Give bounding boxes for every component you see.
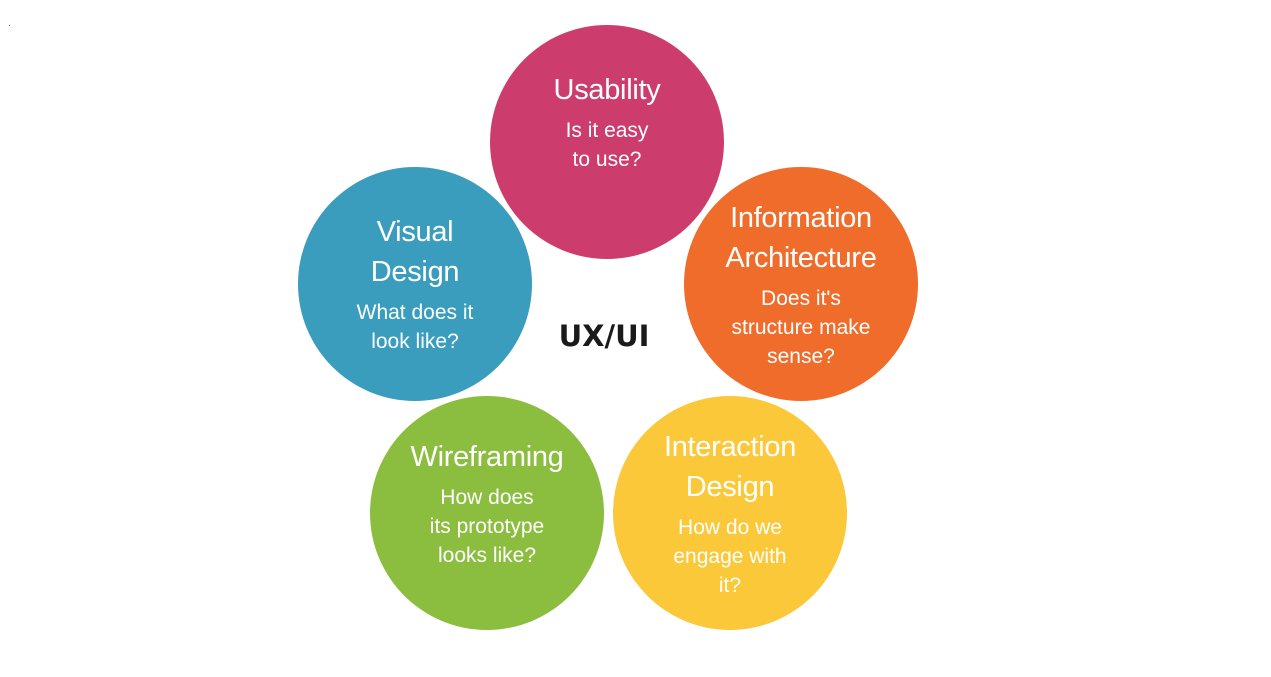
wireframing-subtitle: How does its prototype looks like? [429,485,545,567]
center-label: UX/UI [558,319,650,353]
interaction-design-circle: Interaction Design How do we engage with… [613,396,847,630]
information-architecture-subtitle: Does it's structure make sense? [731,286,871,368]
usability-circle: Usability Is it easy to use? [490,25,724,259]
interaction-design-title: Interaction Design [663,430,797,503]
usability-subtitle: Is it easy to use? [565,119,649,171]
visual-design-subtitle: What does it look like? [356,301,474,353]
information-architecture-title: Information Architecture [725,201,877,274]
wireframing-circle: Wireframing How does its prototype looks… [370,396,604,630]
information-architecture-circle: Information Architecture Does it's struc… [684,167,918,401]
interaction-design-subtitle: How do we engage with it? [673,515,787,597]
usability-title: Usability [553,74,661,106]
visual-design-circle: Visual Design What does it look like? [298,167,532,401]
visual-design-title: Visual Design [370,216,460,288]
speck [9,25,10,26]
wireframing-title: Wireframing [410,440,564,473]
